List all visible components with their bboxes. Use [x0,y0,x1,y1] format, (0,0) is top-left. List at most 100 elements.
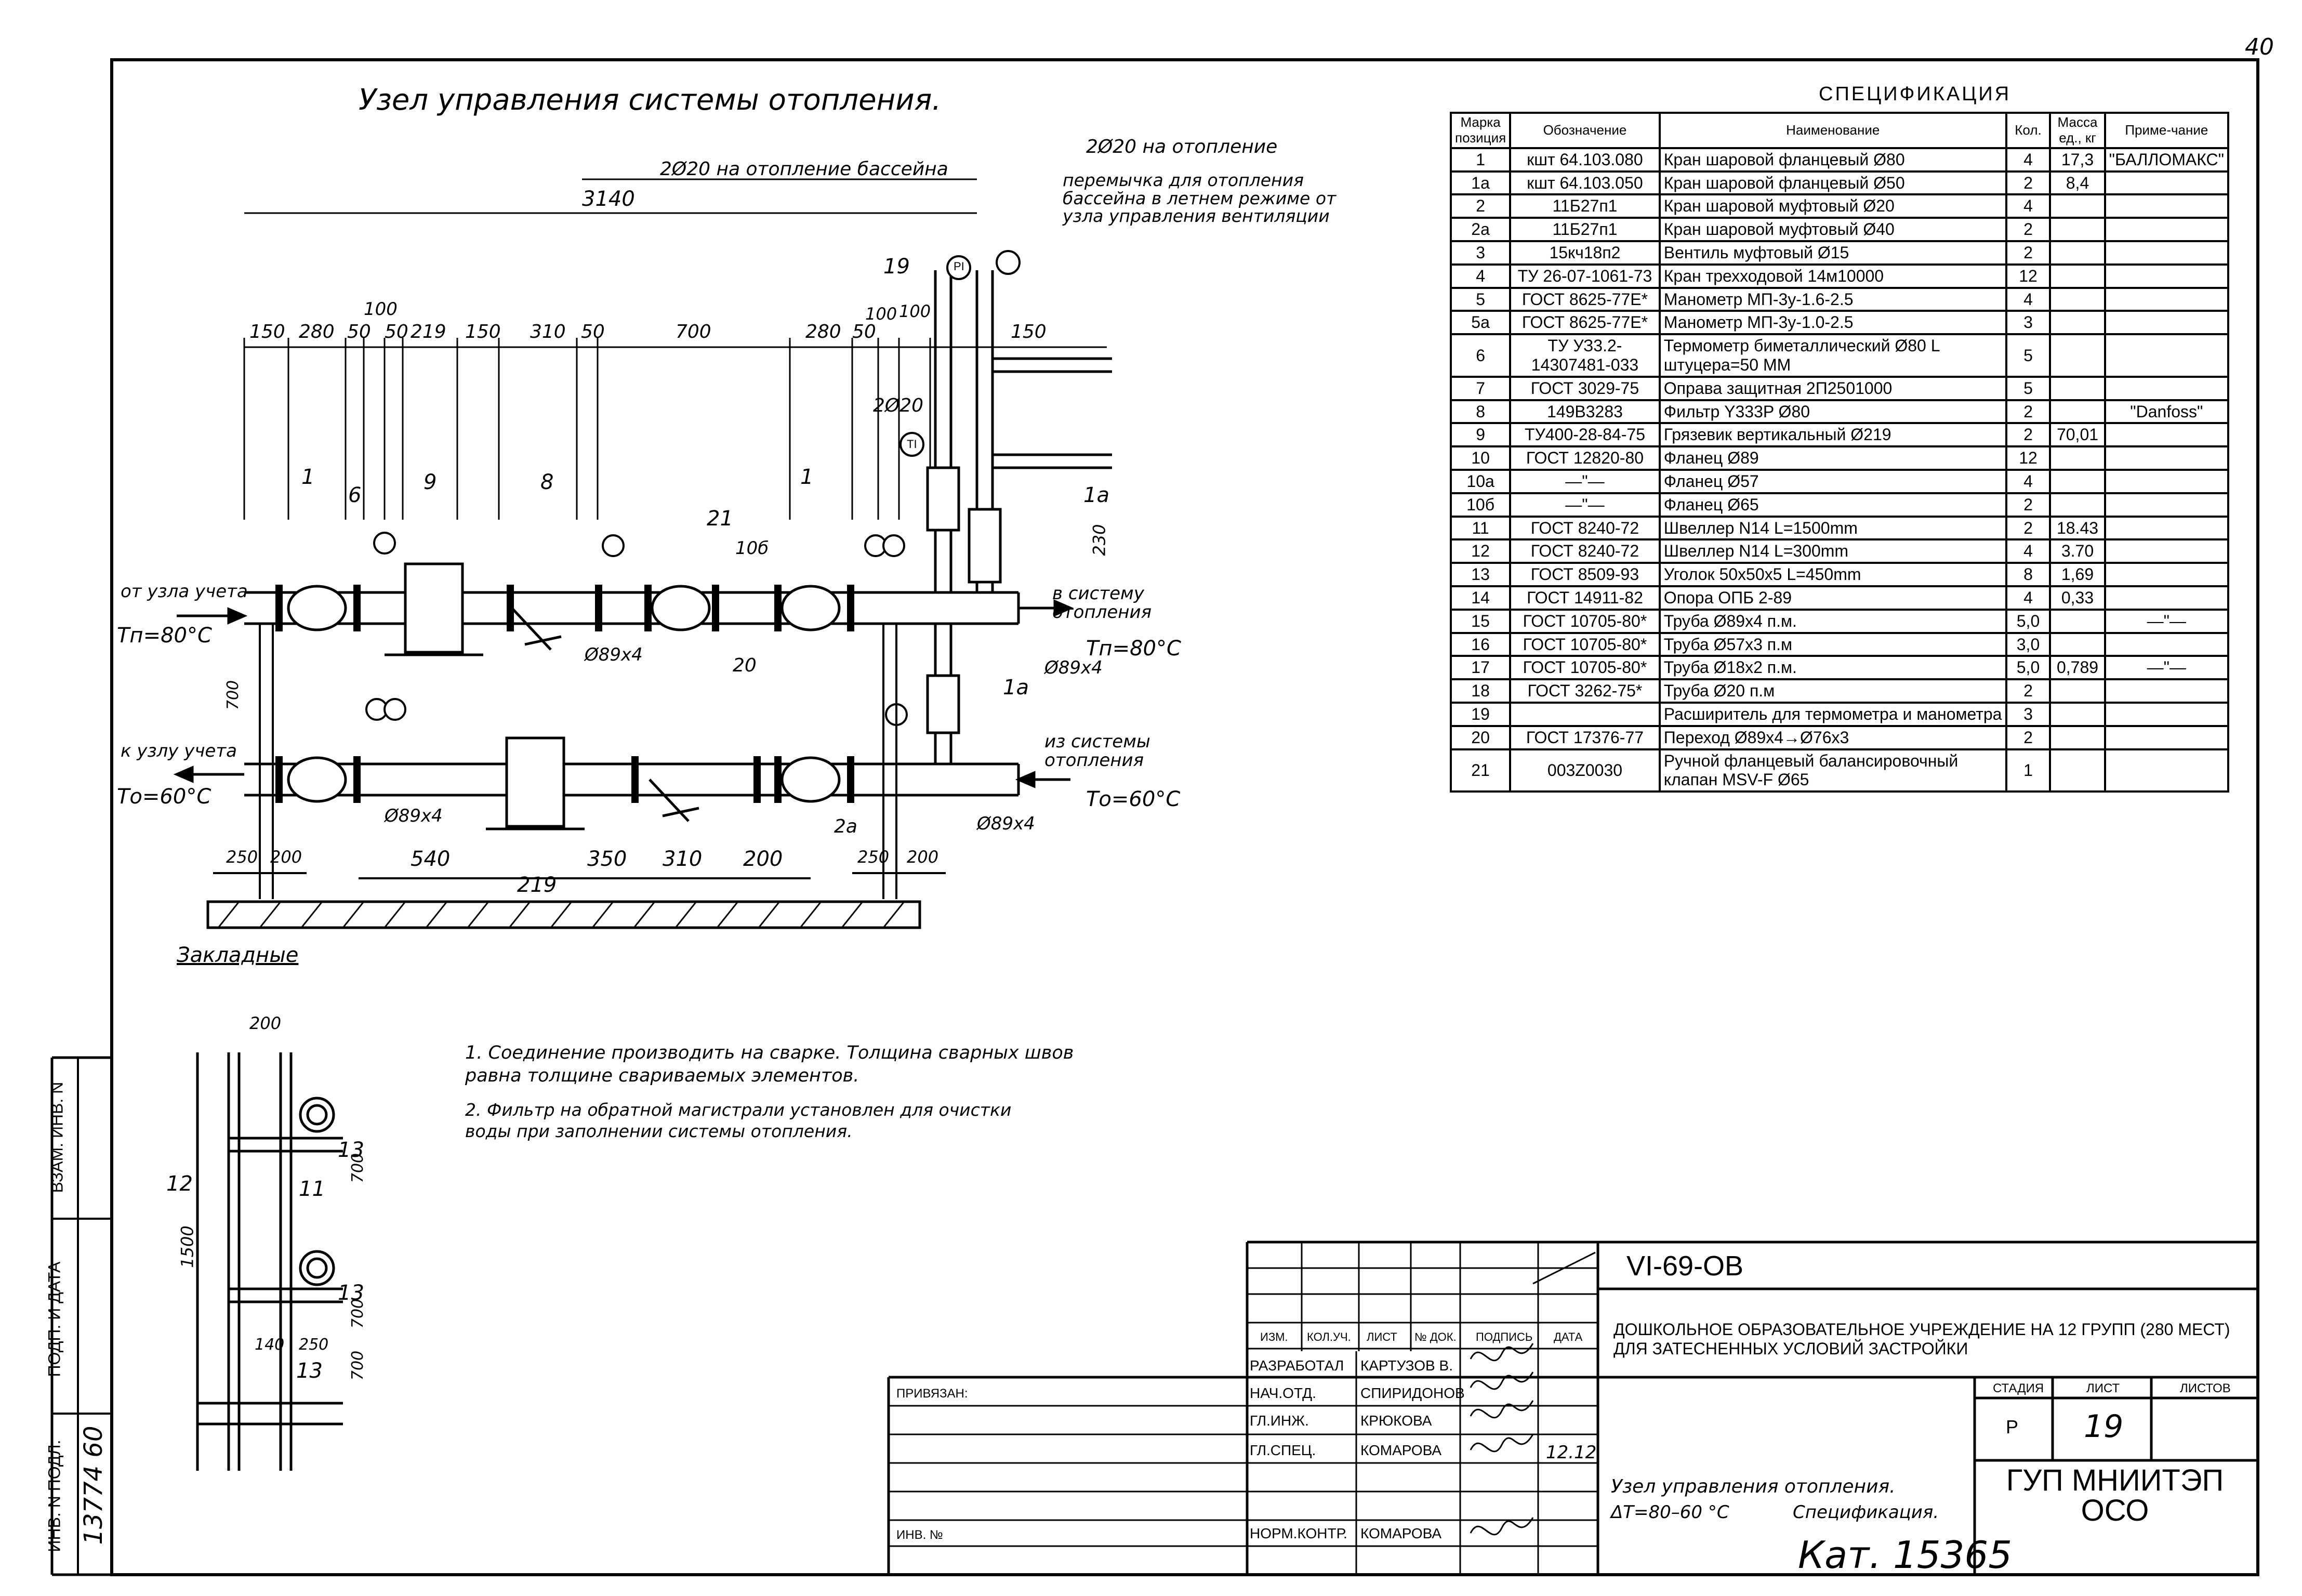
spec-cell-mark: 19 [1449,701,1512,727]
spec-cell-code: 11Б27п1 [1509,217,1661,242]
spec-cell-mass [2049,468,2106,494]
spec-cell-name: Швеллер N14 L=300mm [1658,538,2007,564]
spec-cell-mass [2049,333,2106,378]
spec-cell-qty: 3 [2005,310,2052,336]
hdr-list: ЛИСТ [1367,1330,1397,1343]
detail-dim-140: 140 [255,1336,285,1354]
spec-cell-mass [2049,193,2106,219]
spec-cell-mark: 14 [1449,585,1512,611]
role-0: РАЗРАБОТАЛ [1250,1357,1344,1374]
spec-cell-qty: 2 [2005,217,2052,242]
risers [926,270,1002,764]
floor-slab [206,900,921,929]
spec-cell-mass [2049,701,2106,727]
bottom-dim-0: 540 [411,847,451,871]
spec-cell-qty: 2 [2005,240,2052,266]
detail-callout-12: 12 [166,1172,193,1196]
spec-cell-note [2103,193,2230,219]
bottom-dim-2: 350 [587,847,627,871]
flanges [275,585,854,803]
to-out-label: То=60°С [1086,787,1181,811]
sheet-title-line1: Узел управления отопления. [1611,1476,1896,1497]
spec-cell-code: ТУ 26-07-1061-73 [1509,263,1661,289]
top-dim-10: 280 [805,321,841,342]
spec-cell-code: 003Z0030 [1509,748,1661,793]
spec-cell-mark: 10а [1449,468,1512,494]
spec-cell-code: —"— [1509,492,1661,518]
spec-cell-mass [2049,375,2106,401]
spec-cell-code: ГОСТ 10705-80* [1509,655,1661,681]
spec-cell-note [2103,263,2230,289]
note-1: 1. Соединение производить на сварке. Тол… [465,1043,1074,1086]
sheet-title-dt: ΔТ=80–60 °С [1611,1502,1729,1523]
sheet-title-spec: Спецификация. [1793,1502,1939,1523]
pipe-89-out: Ø89х4 [977,813,1035,834]
spec-cell-qty: 5 [2005,375,2052,401]
spec-cell-note [2103,515,2230,541]
callout-1a-top: 1а [1083,483,1109,507]
spec-cell-name: Расширитель для термометра и манометра [1658,701,2007,727]
spec-cell-note [2103,631,2230,657]
spec-cell-name: Переход Ø89х4→Ø76х3 [1658,724,2007,750]
col-qty: Кол. [2005,112,2052,149]
top-dim-5: 219 [411,321,446,342]
sheet-number-corner: 40 [2245,34,2274,60]
spec-cell-mark: 12 [1449,538,1512,564]
spec-cell-note [2103,585,2230,611]
supports [213,624,946,899]
pipe-89-supply: Ø89х4 [585,644,643,665]
spec-cell-code: ТУ УЗ3.2-14307481-033 [1509,333,1661,378]
detail-embedded [196,1052,343,1471]
spec-cell-mass: 17,3 [2049,147,2106,173]
top-dim-14: 150 [1011,321,1047,342]
spec-cell-qty: 8 [2005,562,2052,587]
spec-cell-note [2103,445,2230,471]
spec-cell-qty: 4 [2005,538,2052,564]
spec-cell-note [2103,170,2230,196]
detail-dim-700c: 700 [349,1350,367,1381]
from-system-label: из системы отопления [1044,731,1150,771]
to-system-label: в систему отопления [1052,583,1152,623]
hdr-data: ДАТА [1554,1330,1583,1343]
drawing-title: Узел управления системы отопления. [359,83,942,117]
spec-cell-code: ГОСТ 10705-80* [1509,631,1661,657]
stage-header: СТАДИЯ [1993,1381,2044,1395]
spec-cell-mark: 17 [1449,655,1512,681]
spec-cell-mark: 7 [1449,375,1512,401]
title-block-grid [887,1241,2258,1575]
spec-cell-note: "БАЛЛОМАКС" [2103,147,2230,173]
top-dim-1: 280 [299,321,335,342]
top-dim-4: 50 [385,321,408,342]
name-3: КОМАРОВА [1360,1442,1442,1458]
top-dim-11: 50 [852,321,876,342]
spec-cell-code: ГОСТ 10705-80* [1509,608,1661,634]
col-mass: Масса ед., кг [2049,112,2106,149]
sheets-header: ЛИСТОВ [2180,1381,2231,1395]
spec-cell-mass [2049,748,2106,793]
name-1: СПИРИДОНОВ [1360,1385,1465,1401]
spec-cell-code: ГОСТ 12820-80 [1509,445,1661,471]
spec-cell-code: 149В3283 [1509,399,1661,425]
hdr-podpis: ПОДПИСЬ [1476,1330,1533,1343]
top-dim-9: 700 [676,321,711,342]
spec-cell-note [2103,492,2230,518]
spec-cell-mass: 0,33 [2049,585,2106,611]
spec-cell-note [2103,678,2230,704]
spec-cell-mark: 2а [1449,217,1512,242]
spec-cell-mass [2049,399,2106,425]
dim-700-plan: 700 [224,680,243,710]
spec-cell-code: ГОСТ 8625-77Е* [1509,286,1661,312]
mud-trap [385,562,585,830]
spec-cell-mass: 18.43 [2049,515,2106,541]
tp-in-label: Тп=80°С [117,624,212,648]
spec-cell-code: ГОСТ 8625-77Е* [1509,310,1661,336]
bottom-dim-1: 219 [517,873,557,897]
pipe-89-right: Ø89х4 [1044,657,1103,678]
